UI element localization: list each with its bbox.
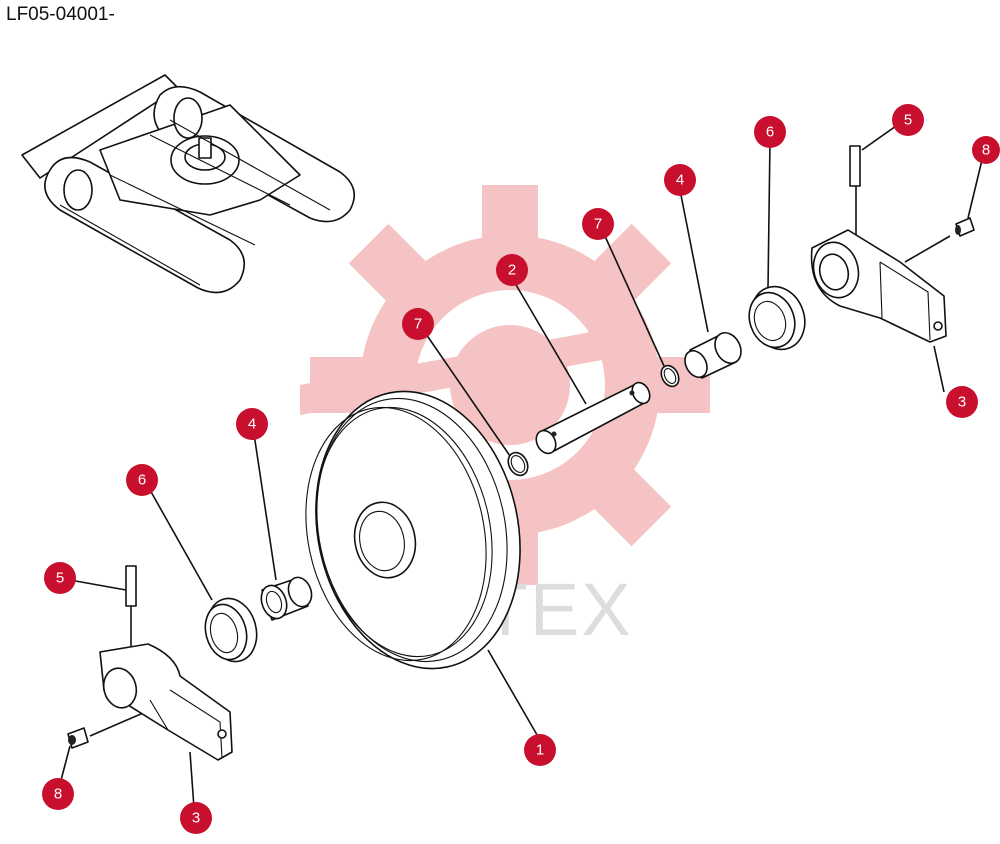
seal-left (204, 597, 258, 663)
callout-4-right: 4 (664, 164, 696, 196)
yoke-right (810, 229, 947, 343)
callout-3-right: 3 (946, 386, 978, 418)
callout-label: 7 (414, 316, 422, 333)
o-ring-right (660, 364, 680, 388)
callout-label: 3 (958, 394, 966, 411)
callout-label: 1 (536, 742, 544, 759)
callout-6-left: 6 (126, 464, 158, 496)
callout-label: 5 (904, 112, 912, 129)
callout-4-left: 4 (236, 408, 268, 440)
pin-right (849, 145, 861, 242)
shaft (535, 381, 651, 455)
undercarriage-thumbnail (21, 74, 356, 294)
o-ring-left (507, 451, 529, 477)
callout-label: 7 (594, 216, 602, 233)
bushing-right (684, 331, 742, 379)
callout-8-right: 8 (972, 136, 1000, 164)
yoke-left (99, 643, 233, 761)
page-title: LF05-04001- (6, 4, 115, 25)
callout-2: 2 (496, 254, 528, 286)
callout-6-right: 6 (754, 116, 786, 148)
callout-label: 8 (982, 142, 990, 159)
callout-5-left: 5 (44, 562, 76, 594)
grease-fitting-left (67, 709, 151, 749)
callouts: 1 2 3 3 4 4 5 5 (42, 104, 1000, 834)
callout-label: 6 (138, 472, 146, 489)
leader-lines (59, 125, 983, 809)
callout-8-left: 8 (42, 778, 74, 810)
callout-label: 4 (248, 416, 256, 433)
callout-1: 1 (524, 734, 556, 766)
idler-wheel (305, 390, 521, 670)
callout-5-right: 5 (892, 104, 924, 136)
callout-label: 2 (508, 262, 516, 279)
grease-fitting-right (904, 217, 975, 263)
pin-left (125, 565, 137, 664)
callout-label: 3 (192, 810, 200, 827)
bushing-left (260, 576, 313, 621)
seal-right (748, 285, 806, 351)
callout-label: 8 (54, 786, 62, 803)
callout-label: 5 (56, 570, 64, 587)
callout-7-right: 7 (582, 208, 614, 240)
callout-label: 6 (766, 124, 774, 141)
callout-7-left: 7 (402, 308, 434, 340)
callout-3-left: 3 (180, 802, 212, 834)
callout-label: 4 (676, 172, 684, 189)
